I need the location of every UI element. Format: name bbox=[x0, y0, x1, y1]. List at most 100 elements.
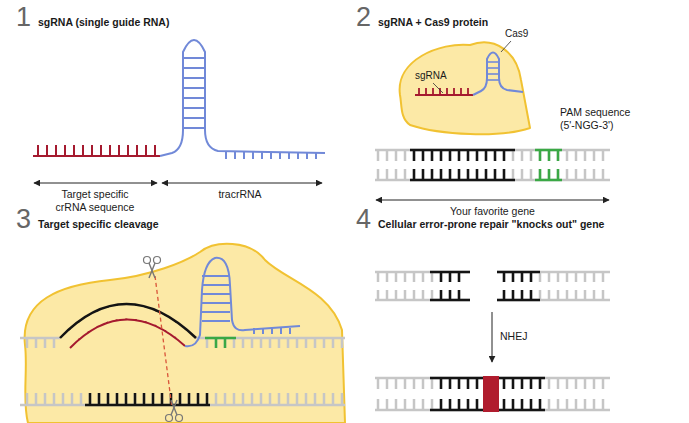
base-tick bbox=[557, 399, 560, 410]
base-tick bbox=[107, 393, 110, 405]
stem-rung bbox=[183, 67, 205, 69]
base-tick bbox=[503, 378, 506, 389]
base-tick bbox=[440, 399, 443, 410]
base-tick bbox=[440, 290, 443, 300]
base-tick bbox=[494, 169, 497, 180]
base-tick bbox=[458, 169, 461, 180]
base-tick bbox=[431, 169, 434, 180]
base-tick bbox=[449, 169, 452, 180]
base-tick bbox=[73, 145, 75, 156]
base-tick bbox=[96, 309, 99, 312]
base-tick bbox=[26, 393, 29, 405]
base-tick bbox=[449, 150, 452, 161]
base-tick bbox=[458, 150, 461, 161]
base-tick bbox=[512, 272, 515, 282]
base-tick bbox=[278, 338, 281, 348]
scissors-handle bbox=[154, 257, 161, 264]
tracrrna-strand bbox=[473, 53, 523, 96]
base-tick bbox=[503, 272, 506, 282]
scissors-handle bbox=[176, 415, 183, 422]
base-tick bbox=[503, 399, 506, 410]
base-tick bbox=[107, 393, 110, 405]
base-tick bbox=[548, 150, 551, 161]
base-tick bbox=[449, 290, 452, 300]
base-tick bbox=[224, 393, 227, 405]
base-tick bbox=[458, 150, 461, 161]
base-tick bbox=[98, 393, 101, 405]
stem-rung bbox=[183, 117, 205, 119]
base-tick bbox=[575, 378, 578, 389]
base-tick bbox=[539, 290, 542, 300]
base-tick bbox=[418, 88, 420, 95]
base-tick bbox=[422, 378, 425, 389]
base-tick bbox=[530, 169, 533, 180]
base-tick bbox=[476, 150, 479, 161]
base-tick bbox=[449, 399, 452, 410]
base-tick bbox=[425, 88, 427, 95]
base-tick bbox=[566, 169, 569, 180]
base-tick bbox=[116, 318, 118, 321]
base-tick bbox=[297, 152, 299, 159]
base-tick bbox=[422, 169, 425, 180]
base-tick bbox=[539, 169, 542, 180]
scissors-icon bbox=[166, 400, 183, 422]
base-tick bbox=[135, 318, 137, 321]
stem-rung bbox=[183, 87, 205, 89]
base-tick bbox=[314, 338, 317, 348]
scissors-blade bbox=[171, 400, 177, 415]
stem-rung bbox=[183, 107, 205, 109]
stem-rung bbox=[183, 127, 205, 129]
base-tick bbox=[164, 314, 167, 317]
base-tick bbox=[80, 393, 83, 405]
base-tick bbox=[521, 290, 524, 300]
base-tick bbox=[476, 399, 479, 410]
base-tick bbox=[377, 378, 380, 389]
base-tick bbox=[440, 290, 443, 300]
base-tick bbox=[557, 150, 560, 161]
base-tick bbox=[584, 290, 587, 300]
base-tick bbox=[386, 290, 389, 300]
base-tick bbox=[593, 378, 596, 389]
base-tick bbox=[431, 150, 434, 161]
base-tick bbox=[269, 338, 272, 348]
base-tick bbox=[548, 272, 551, 282]
base-tick bbox=[332, 393, 335, 405]
base-tick bbox=[539, 272, 542, 282]
stem-rung bbox=[487, 79, 499, 81]
base-tick bbox=[548, 290, 551, 300]
base-tick bbox=[332, 338, 335, 348]
base-tick bbox=[413, 378, 416, 389]
base-tick bbox=[125, 393, 128, 405]
base-tick bbox=[575, 272, 578, 282]
base-tick bbox=[260, 338, 263, 348]
base-tick bbox=[377, 399, 380, 410]
base-tick bbox=[323, 393, 326, 405]
base-tick bbox=[106, 321, 108, 324]
base-tick bbox=[145, 145, 147, 156]
base-tick bbox=[98, 393, 101, 405]
base-tick bbox=[431, 378, 434, 389]
base-tick bbox=[152, 393, 155, 405]
base-tick bbox=[431, 399, 434, 410]
base-tick bbox=[458, 378, 461, 389]
base-tick bbox=[440, 378, 443, 389]
base-tick bbox=[206, 393, 209, 405]
base-tick bbox=[404, 378, 407, 389]
base-tick bbox=[557, 150, 560, 161]
panel-number: 3 bbox=[16, 206, 31, 233]
repair-arrow bbox=[492, 312, 493, 362]
base-tick bbox=[521, 169, 524, 180]
scissors-icon bbox=[144, 257, 161, 279]
base-tick bbox=[197, 393, 200, 405]
dna-target-strand bbox=[60, 304, 196, 338]
base-tick bbox=[557, 169, 560, 180]
base-tick bbox=[539, 378, 542, 389]
base-tick bbox=[449, 150, 452, 161]
base-tick bbox=[467, 378, 470, 389]
base-tick bbox=[404, 272, 407, 282]
base-tick bbox=[422, 150, 425, 161]
base-tick bbox=[467, 88, 469, 95]
base-tick bbox=[413, 169, 416, 180]
base-tick bbox=[206, 338, 209, 348]
tracrrna-strand bbox=[160, 40, 325, 156]
